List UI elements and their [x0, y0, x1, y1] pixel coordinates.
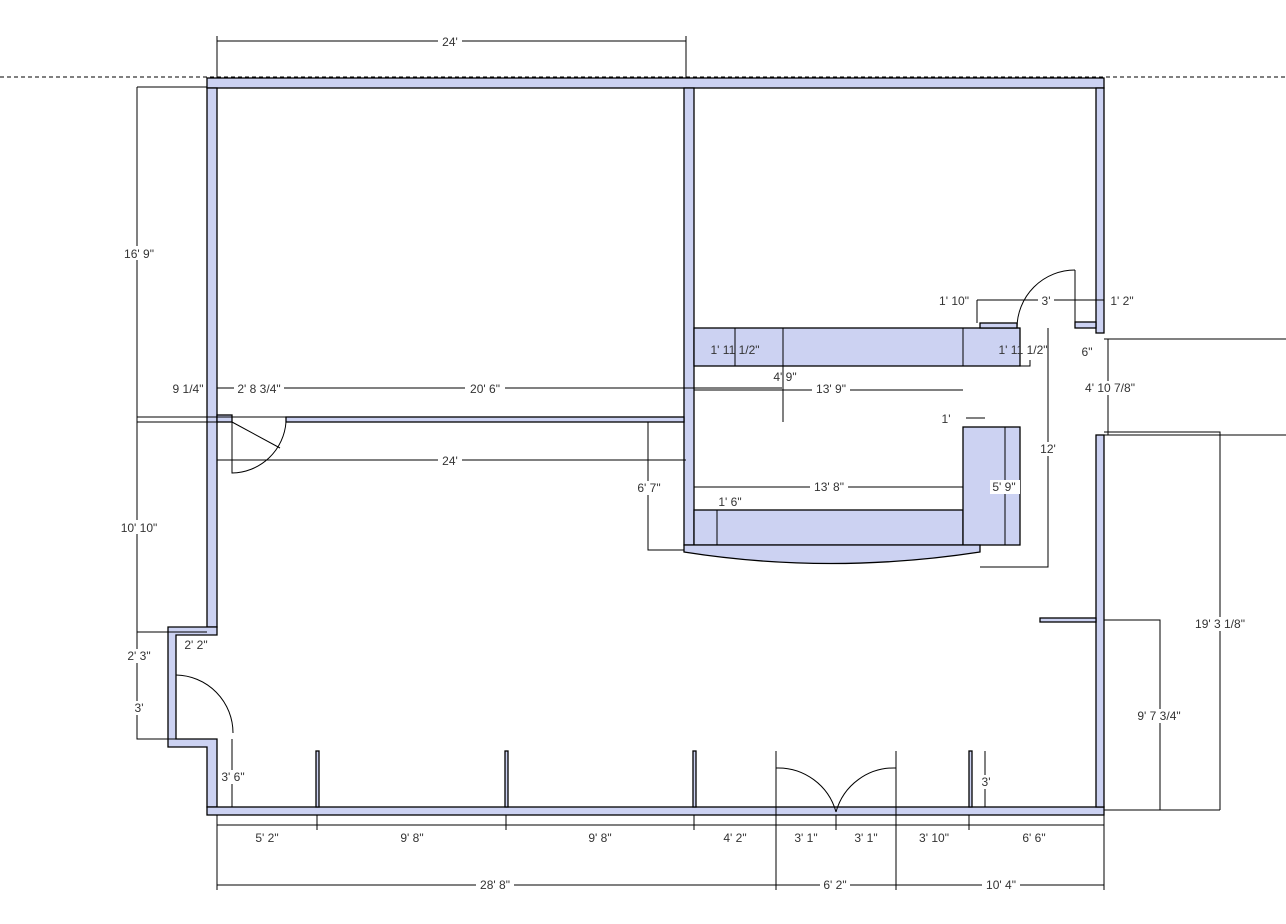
interior-wall [683, 87, 695, 546]
dim-label: 9' 8" [400, 831, 423, 845]
dim-label: 1' 11 1/2" [710, 343, 759, 357]
top-wall [206, 77, 1105, 89]
door-swing-left [231, 421, 287, 474]
dim-label: 9' 8" [588, 831, 611, 845]
dimension-labels: 24' 16' 9" 9 1/4" 2' 8 3/4" 20' 6" 24' 1… [116, 35, 1248, 892]
dim-label: 4' 9" [773, 370, 796, 384]
curved-counter-front [683, 544, 981, 565]
dimension-lines [136, 36, 1221, 890]
dim-label: 3' [1042, 294, 1051, 308]
dim-label: 24' [442, 454, 458, 468]
post-2 [504, 750, 509, 808]
dim-label: 20' 6" [470, 382, 500, 396]
walls [167, 77, 1286, 816]
post-3 [692, 750, 697, 808]
right-wall-upper [1095, 87, 1105, 334]
dim-label: 3' 10" [919, 831, 949, 845]
dim-label: 4' 10 7/8" [1085, 381, 1135, 395]
left-wall-upper [206, 87, 218, 628]
dim-label: 24' [442, 35, 458, 49]
dim-label: 1' 10" [939, 294, 969, 308]
door-swing-bay [175, 674, 234, 734]
dim-label: 5' 2" [255, 831, 278, 845]
dim-label: 13' 9" [816, 382, 846, 396]
upper-counter [693, 327, 1021, 367]
dim-label: 5' 9" [992, 480, 1015, 494]
dim-label: 4' 2" [723, 831, 746, 845]
dim-label: 6' 2" [823, 878, 846, 892]
dim-label: 3' 6" [221, 770, 244, 784]
right-wall-lower [1095, 434, 1105, 808]
bottom-wall [206, 806, 1105, 816]
door-leaf-left [231, 421, 281, 449]
dim-label: 1' 2" [1110, 294, 1133, 308]
dim-label: 3' [135, 701, 144, 715]
dim-label: 10' 10" [121, 521, 158, 535]
dim-label: 3' [982, 775, 991, 789]
dim-label: 1' 6" [718, 495, 741, 509]
dim-label: 10' 4" [986, 878, 1016, 892]
small-wall-b [1074, 321, 1097, 329]
dim-label: 9' 7 3/4" [1137, 709, 1180, 723]
dim-label: 6" [1082, 345, 1093, 359]
dim-label: 16' 9" [124, 247, 154, 261]
lower-counter [693, 509, 964, 546]
dim-label: 9 1/4" [173, 382, 204, 396]
dim-label: 12' [1040, 442, 1056, 456]
dim-label: 13' 8" [814, 480, 844, 494]
partition-wall [285, 416, 685, 423]
dim-label: 1' 11 1/2" [998, 343, 1047, 357]
left-wall-bay [167, 626, 218, 808]
dim-label: 3' 1" [794, 831, 817, 845]
door-swing-top-right [1016, 269, 1076, 329]
dim-label: 28' 8" [480, 878, 510, 892]
post-1 [315, 750, 320, 808]
dim-label: 6' 7" [637, 481, 660, 495]
dim-label: 3' 1" [854, 831, 877, 845]
post-4 [968, 750, 973, 808]
dim-label: 2' 3" [127, 649, 150, 663]
dim-label: 6' 6" [1022, 831, 1045, 845]
small-wall-a [979, 322, 1018, 329]
dim-label: 19' 3 1/8" [1195, 617, 1245, 631]
door-swing-double-left [775, 751, 837, 813]
dim-label: 2' 2" [184, 638, 207, 652]
door-swing-double-right [835, 751, 897, 813]
right-stub [1039, 617, 1097, 623]
dim-label: 1' [942, 412, 951, 426]
partition-stub [216, 414, 233, 423]
dim-label: 2' 8 3/4" [237, 382, 280, 396]
